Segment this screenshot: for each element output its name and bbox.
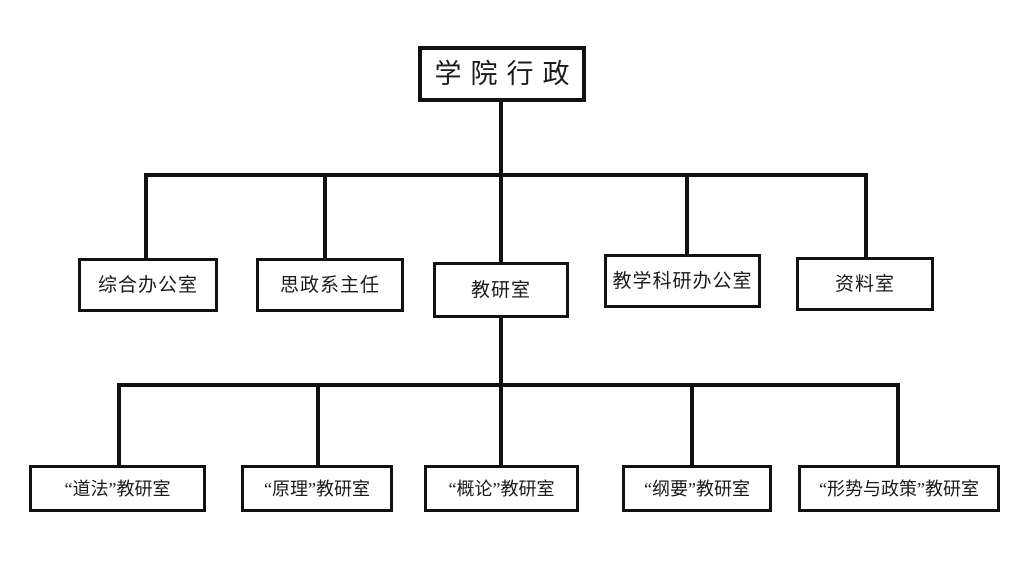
edge-drop-department-head [323, 175, 327, 259]
node-teaching-research-office[interactable]: 教研室 [433, 262, 569, 318]
edge-level2-bus [144, 173, 868, 177]
node-teaching-research-admin-office[interactable]: 教学科研办公室 [604, 254, 761, 308]
edge-drop-gangyao [690, 385, 694, 465]
edge-drop-yuanli [316, 385, 320, 465]
edge-drop-teaching-admin-office [685, 175, 689, 255]
node-general-office[interactable]: 综合办公室 [78, 258, 218, 312]
edge-teaching-research-stem [499, 317, 503, 385]
node-archive-room[interactable]: 资料室 [796, 257, 934, 311]
node-daofa-teaching-research-office[interactable]: “道法”教研室 [29, 465, 206, 512]
edge-drop-daofa [117, 385, 121, 465]
node-gailun-teaching-research-office[interactable]: “概论”教研室 [424, 465, 579, 512]
edge-drop-gailun [499, 385, 503, 465]
edge-drop-general-office [144, 175, 148, 259]
edge-drop-teaching-research-office [499, 175, 503, 264]
edge-drop-archive-room [864, 175, 868, 257]
node-xingshiyuzhengce-teaching-research-office[interactable]: “形势与政策”教研室 [798, 465, 1000, 512]
node-gangyao-teaching-research-office[interactable]: “纲要”教研室 [622, 465, 772, 512]
edge-drop-xingshiyuzhengce [896, 385, 900, 465]
edge-root-stem [499, 101, 503, 177]
node-ideological-political-department-head[interactable]: 思政系主任 [256, 258, 404, 312]
edge-level3-bus [117, 383, 900, 387]
node-yuanli-teaching-research-office[interactable]: “原理”教研室 [241, 465, 393, 512]
node-college-administration[interactable]: 学院行政 [418, 46, 586, 102]
